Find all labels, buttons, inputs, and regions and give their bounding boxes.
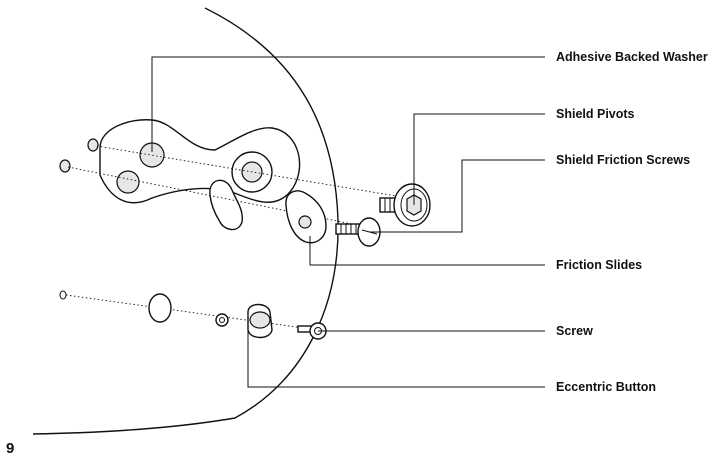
assembly-axis-upper — [96, 145, 397, 197]
page-number: 9 — [6, 440, 15, 457]
small-washer — [215, 313, 229, 327]
bracket-hole-lower — [116, 170, 140, 194]
callout-eccentric-button: Eccentric Button — [556, 380, 656, 394]
leader-eccentric-button — [247, 320, 545, 388]
callout-friction-slides: Friction Slides — [556, 258, 642, 272]
edge-stud-upper — [87, 138, 99, 152]
leader-adhesive-backed-washer — [151, 56, 545, 152]
assembly-axis-lower — [65, 294, 319, 331]
callout-shield-friction-screws: Shield Friction Screws — [556, 153, 690, 167]
leader-friction-slides — [309, 236, 545, 266]
leader-shield-friction-screws — [369, 159, 545, 233]
edge-stud-bottom — [59, 290, 67, 300]
lower-plate-hole — [148, 293, 172, 323]
callout-shield-pivots: Shield Pivots — [556, 107, 635, 121]
small-washer-hole — [219, 317, 225, 323]
callout-screw: Screw — [556, 324, 593, 338]
eccentric-button-part — [247, 303, 273, 339]
kidney-slot — [209, 179, 244, 231]
callout-adhesive-backed-washer: Adhesive Backed Washer — [556, 50, 708, 64]
friction-slide-hole — [298, 215, 312, 229]
leader-shield-pivots — [413, 113, 545, 205]
edge-stud-lower — [59, 159, 71, 173]
shield-pivot — [379, 183, 431, 227]
